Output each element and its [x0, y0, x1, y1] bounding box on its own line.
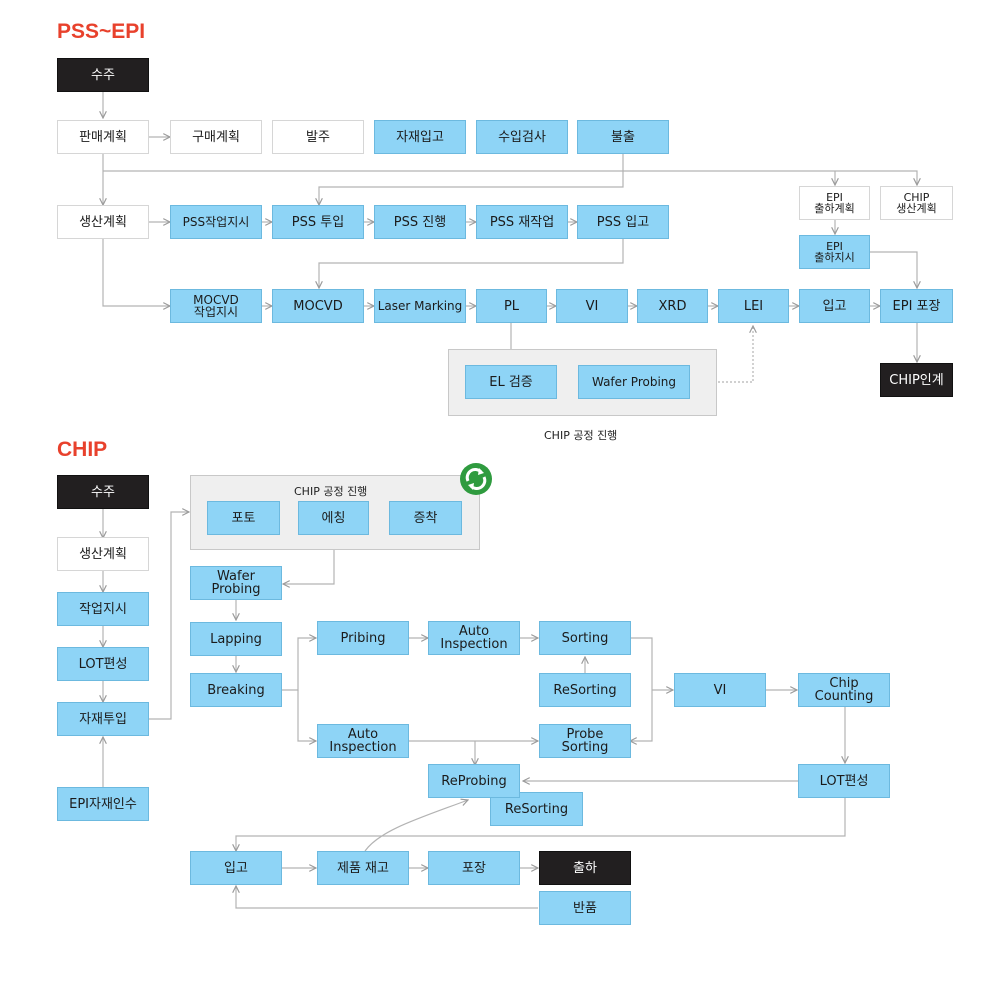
node-chip-material-input[interactable]: 자재투입 [57, 702, 149, 736]
node-chip-vi[interactable]: VI [674, 673, 766, 707]
node-vi[interactable]: VI [556, 289, 628, 323]
node-epi-packing[interactable]: EPI 포장 [880, 289, 953, 323]
node-reprobing[interactable]: ReProbing [428, 764, 520, 798]
node-order[interactable]: 수주 [57, 58, 149, 92]
node-chip-production-plan-2[interactable]: 생산계획 [57, 537, 149, 571]
node-chip-wafer-probing[interactable]: Wafer Probing [190, 566, 282, 600]
node-sorting[interactable]: Sorting [539, 621, 631, 655]
node-epi-ship-order[interactable]: EPI 출하지시 [799, 235, 870, 269]
node-etching[interactable]: 에칭 [298, 501, 369, 535]
node-photo[interactable]: 포토 [207, 501, 280, 535]
chip-process-group-mid-label: CHIP 공정 진행 [544, 429, 618, 442]
node-pl[interactable]: PL [476, 289, 547, 323]
node-mocvd-work-order[interactable]: MOCVD 작업지시 [170, 289, 262, 323]
node-stock-in[interactable]: 입고 [799, 289, 870, 323]
node-chip-production-plan[interactable]: CHIP 생산계획 [880, 186, 953, 220]
node-incoming-inspection[interactable]: 수입검사 [476, 120, 568, 154]
node-breaking[interactable]: Breaking [190, 673, 282, 707]
node-product-inventory[interactable]: 제품 재고 [317, 851, 409, 885]
node-auto-inspection-1[interactable]: Auto Inspection [428, 621, 520, 655]
node-xrd[interactable]: XRD [637, 289, 708, 323]
node-el-verification[interactable]: EL 검증 [465, 365, 557, 399]
node-chip-order[interactable]: 수주 [57, 475, 149, 509]
node-chip-counting[interactable]: Chip Counting [798, 673, 890, 707]
node-pss-rework[interactable]: PSS 재작업 [476, 205, 568, 239]
node-packing[interactable]: 포장 [428, 851, 520, 885]
node-auto-inspection-2[interactable]: Auto Inspection [317, 724, 409, 758]
node-chip-lot[interactable]: LOT편성 [57, 647, 149, 681]
node-purchase-plan[interactable]: 구매계획 [170, 120, 262, 154]
node-pss-receipt[interactable]: PSS 입고 [577, 205, 669, 239]
node-shipment[interactable]: 출하 [539, 851, 631, 885]
node-pss-work-order[interactable]: PSS작업지시 [170, 205, 262, 239]
node-issue[interactable]: 불출 [577, 120, 669, 154]
node-pss-process[interactable]: PSS 진행 [374, 205, 466, 239]
node-chip-lot-2[interactable]: LOT편성 [798, 764, 890, 798]
node-chip-handover[interactable]: CHIP인계 [880, 363, 953, 397]
node-purchase-order[interactable]: 발주 [272, 120, 364, 154]
node-pribing[interactable]: Pribing [317, 621, 409, 655]
chip-process-group-top-label: CHIP 공정 진행 [294, 485, 368, 498]
node-epi-material-receive[interactable]: EPI자재인수 [57, 787, 149, 821]
section-title-pss-epi: PSS~EPI [57, 20, 146, 43]
node-chip-work-order[interactable]: 작업지시 [57, 592, 149, 626]
node-resorting-1[interactable]: ReSorting [539, 673, 631, 707]
node-probe-sorting[interactable]: Probe Sorting [539, 724, 631, 758]
section-title-chip: CHIP [57, 438, 108, 461]
node-laser-marking[interactable]: Laser Marking [374, 289, 466, 323]
node-production-plan[interactable]: 생산계획 [57, 205, 149, 239]
node-deposition[interactable]: 증착 [389, 501, 462, 535]
node-sales-plan[interactable]: 판매계획 [57, 120, 149, 154]
node-pss-input[interactable]: PSS 투입 [272, 205, 364, 239]
node-chip-stock-in[interactable]: 입고 [190, 851, 282, 885]
recycle-icon [460, 463, 492, 495]
node-lei[interactable]: LEI [718, 289, 789, 323]
node-epi-ship-plan[interactable]: EPI 출하계획 [799, 186, 870, 220]
node-material-receipt[interactable]: 자재입고 [374, 120, 466, 154]
node-lapping[interactable]: Lapping [190, 622, 282, 656]
node-wafer-probing[interactable]: Wafer Probing [578, 365, 690, 399]
node-mocvd[interactable]: MOCVD [272, 289, 364, 323]
node-return[interactable]: 반품 [539, 891, 631, 925]
